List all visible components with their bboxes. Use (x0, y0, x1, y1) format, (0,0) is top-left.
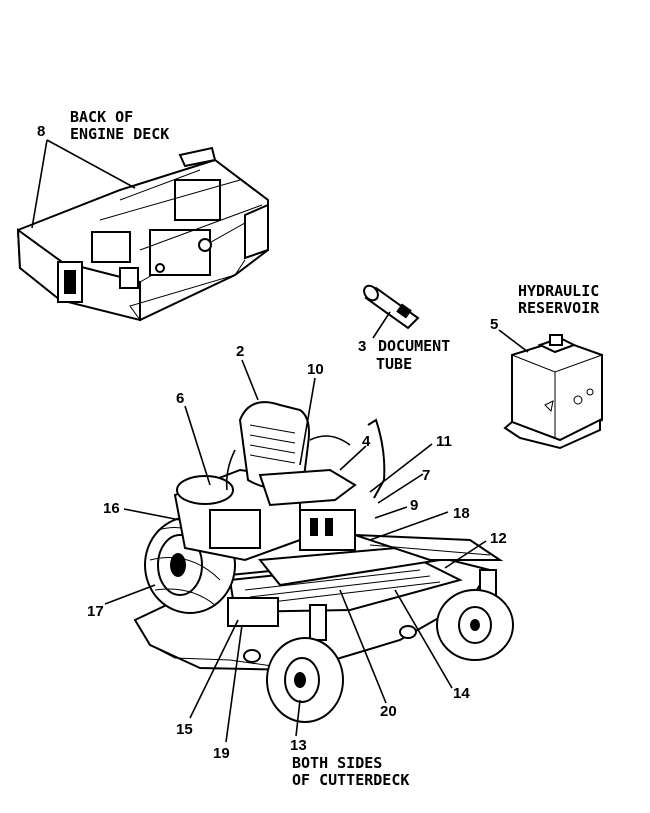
back-of-engine-deck-line2: ENGINE DECK (70, 125, 169, 143)
both-sides-line1: BOTH SIDES (292, 754, 382, 772)
back-of-engine-deck-line1: BACK OF (70, 108, 133, 126)
document-tube-line1: DOCUMENT (378, 337, 450, 355)
document-tube-illustration (363, 284, 420, 330)
leader-lines (31, 139, 529, 743)
hydraulic-reservoir-illustration (503, 334, 603, 450)
callout-15: 15 (176, 721, 193, 738)
callout-10: 10 (307, 361, 324, 378)
callout-6: 6 (176, 390, 184, 407)
callout-16: 16 (103, 500, 120, 517)
callout-13: 13 (290, 737, 307, 754)
callout-4: 4 (362, 433, 371, 450)
hydraulic-reservoir-line2: RESERVOIR (518, 299, 600, 317)
callout-19: 19 (213, 745, 230, 762)
callout-17: 17 (87, 603, 104, 620)
hydraulic-reservoir-line1: HYDRAULIC (518, 282, 599, 300)
callout-11: 11 (436, 433, 452, 450)
callout-9: 9 (410, 497, 418, 514)
callout-7: 7 (422, 467, 430, 484)
document-tube-line2: TUBE (376, 355, 412, 373)
zero-turn-mower-illustration (133, 401, 514, 723)
callout-14: 14 (453, 685, 470, 702)
callout-8: 8 (37, 123, 45, 140)
callout-3: 3 (358, 338, 366, 355)
engine-deck-illustration (16, 146, 269, 322)
both-sides-line2: OF CUTTERDECK (292, 771, 409, 789)
callout-2: 2 (236, 343, 244, 360)
callout-12: 12 (490, 530, 507, 547)
callout-20: 20 (380, 703, 397, 720)
callout-5: 5 (490, 316, 498, 333)
callout-18: 18 (453, 505, 470, 522)
